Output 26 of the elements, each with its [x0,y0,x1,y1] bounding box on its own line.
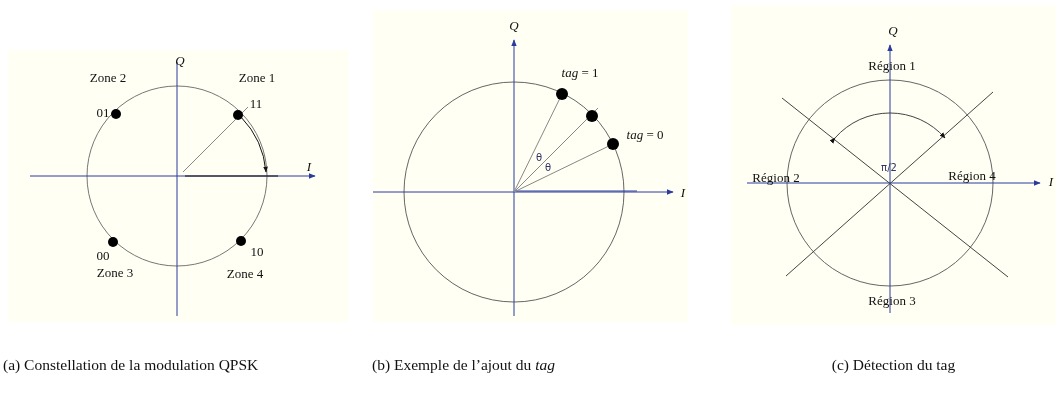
point-label: Zone 3 [96,265,134,279]
point-label: Région 2 [752,170,800,184]
point-label: 11 [249,96,263,110]
angle-label: θ [535,153,543,163]
angle-label: θ [544,163,552,173]
angle-label: π/2 [881,163,897,173]
point-label: tag = 1 [561,65,599,79]
subfigure-caption: (b) Exemple de l’ajout du tag [372,355,556,374]
axis-label: I [306,159,312,173]
axis-label: Q [888,23,898,37]
point-label: tag = 0 [626,127,664,141]
point-label: Zone 1 [238,70,276,84]
point-label: Région 1 [868,58,916,72]
point-label: Zone 4 [226,266,264,280]
subfigure-caption: (c) Détection du tag [830,355,957,374]
point-label: Région 4 [948,168,996,182]
point-label: Zone 2 [89,70,127,84]
point-label: 00 [96,248,110,262]
axis-label: I [680,185,686,199]
axis-label: Q [175,53,185,67]
point-label: 01 [96,105,110,119]
axis-label: Q [509,18,519,32]
point-label: Région 3 [868,293,916,307]
axis-label: I [1048,174,1054,188]
point-label: 10 [250,244,264,258]
subfigure-caption: (a) Constellation de la modulation QPSK [3,355,260,374]
